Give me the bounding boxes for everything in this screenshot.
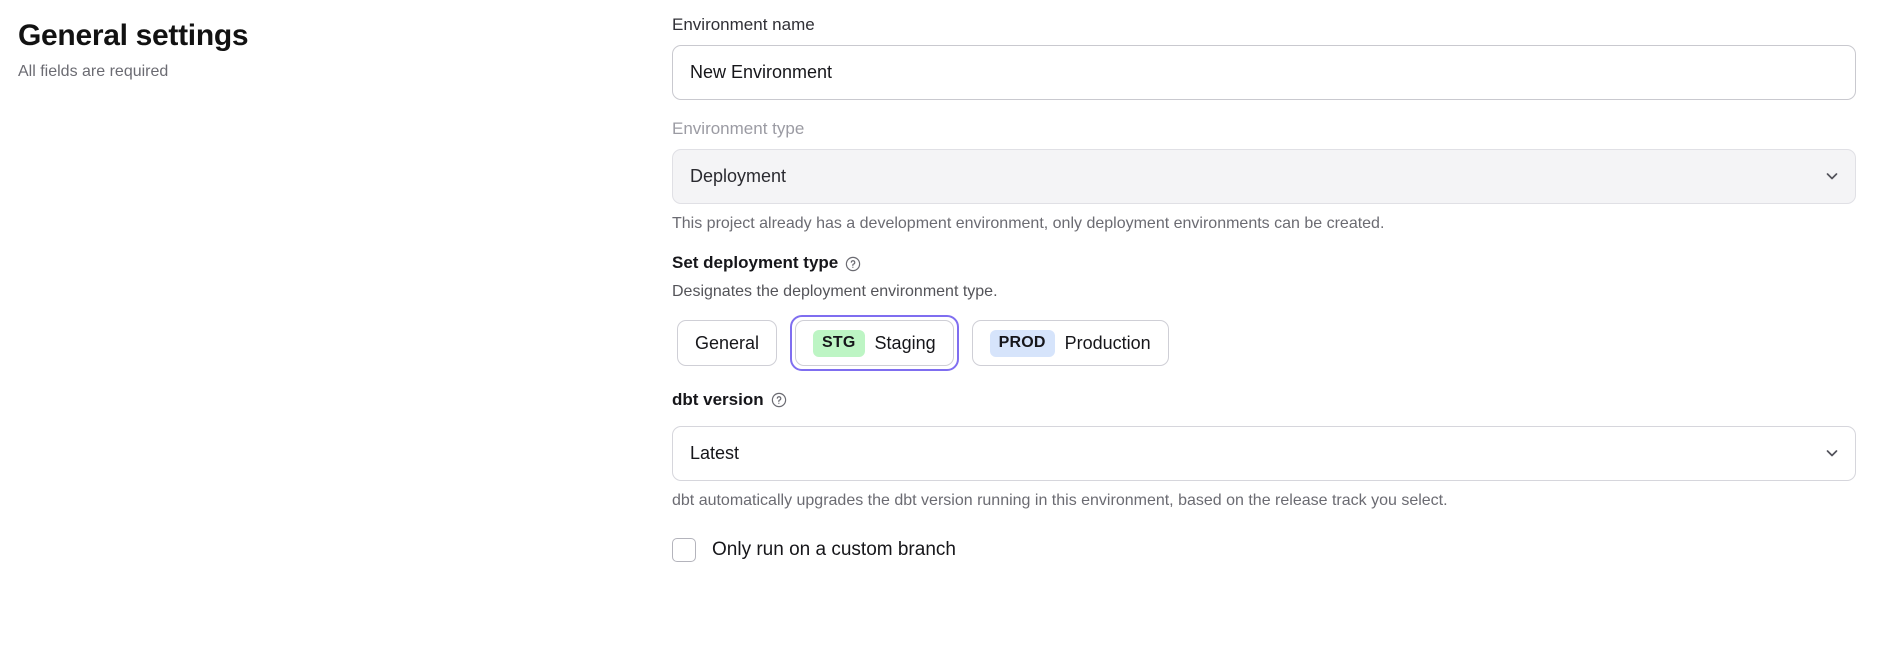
environment-name-field: Environment name bbox=[672, 14, 1856, 100]
deployment-option-general-label: General bbox=[695, 332, 760, 353]
dbt-version-help-text: dbt automatically upgrades the dbt versi… bbox=[672, 491, 1448, 509]
deployment-option-general[interactable]: General bbox=[677, 320, 778, 366]
environment-name-label: Environment name bbox=[672, 15, 815, 34]
deployment-type-description: Designates the deployment environment ty… bbox=[672, 283, 998, 301]
environment-type-value: Deployment bbox=[690, 165, 787, 186]
environment-type-label: Environment type bbox=[672, 118, 805, 138]
staging-badge: STG bbox=[813, 329, 865, 357]
deployment-type-options: General STG Staging PROD Production bbox=[672, 315, 1856, 371]
deployment-option-production-label: Production bbox=[1064, 332, 1151, 353]
deployment-type-label: Set deployment type bbox=[672, 253, 839, 273]
deployment-option-production[interactable]: PROD Production bbox=[971, 320, 1169, 366]
dbt-version-value: Latest bbox=[690, 442, 740, 463]
deployment-type-label-row: Set deployment type bbox=[672, 252, 861, 275]
production-badge: PROD bbox=[989, 329, 1055, 357]
question-circle-icon[interactable] bbox=[845, 256, 861, 272]
environment-name-input[interactable] bbox=[672, 44, 1856, 100]
custom-branch-row: Only run on a custom branch bbox=[672, 537, 1856, 562]
dbt-version-label-row: dbt version bbox=[672, 389, 787, 412]
environment-type-select-wrap: Deployment bbox=[672, 148, 1856, 204]
page-title: General settings bbox=[18, 19, 249, 52]
general-settings-form: Environment name Environment type Deploy… bbox=[672, 14, 1856, 562]
dbt-version-field: dbt version Latest dbt automat bbox=[672, 389, 1856, 512]
deployment-option-staging-wrap: STG Staging bbox=[790, 315, 959, 371]
dbt-version-select[interactable]: Latest bbox=[672, 425, 1856, 481]
deployment-option-staging[interactable]: STG Staging bbox=[795, 320, 954, 366]
question-circle-icon[interactable] bbox=[771, 392, 787, 408]
deployment-type-field: Set deployment type Designates the deplo… bbox=[672, 252, 1856, 371]
deployment-option-staging-label: Staging bbox=[874, 332, 936, 353]
deployment-option-general-wrap: General bbox=[672, 315, 782, 371]
environment-type-field: Environment type Deployment This project… bbox=[672, 118, 1856, 235]
section-header: General settings All fields are required bbox=[18, 18, 538, 83]
page-subtitle: All fields are required bbox=[18, 63, 169, 80]
dbt-version-select-wrap: Latest bbox=[672, 425, 1856, 481]
deployment-option-production-wrap: PROD Production bbox=[967, 315, 1174, 371]
custom-branch-checkbox[interactable] bbox=[672, 537, 696, 562]
environment-type-help-text: This project already has a development e… bbox=[672, 214, 1385, 232]
environment-type-select: Deployment bbox=[672, 148, 1856, 204]
custom-branch-label[interactable]: Only run on a custom branch bbox=[712, 539, 956, 561]
dbt-version-label: dbt version bbox=[672, 390, 764, 409]
